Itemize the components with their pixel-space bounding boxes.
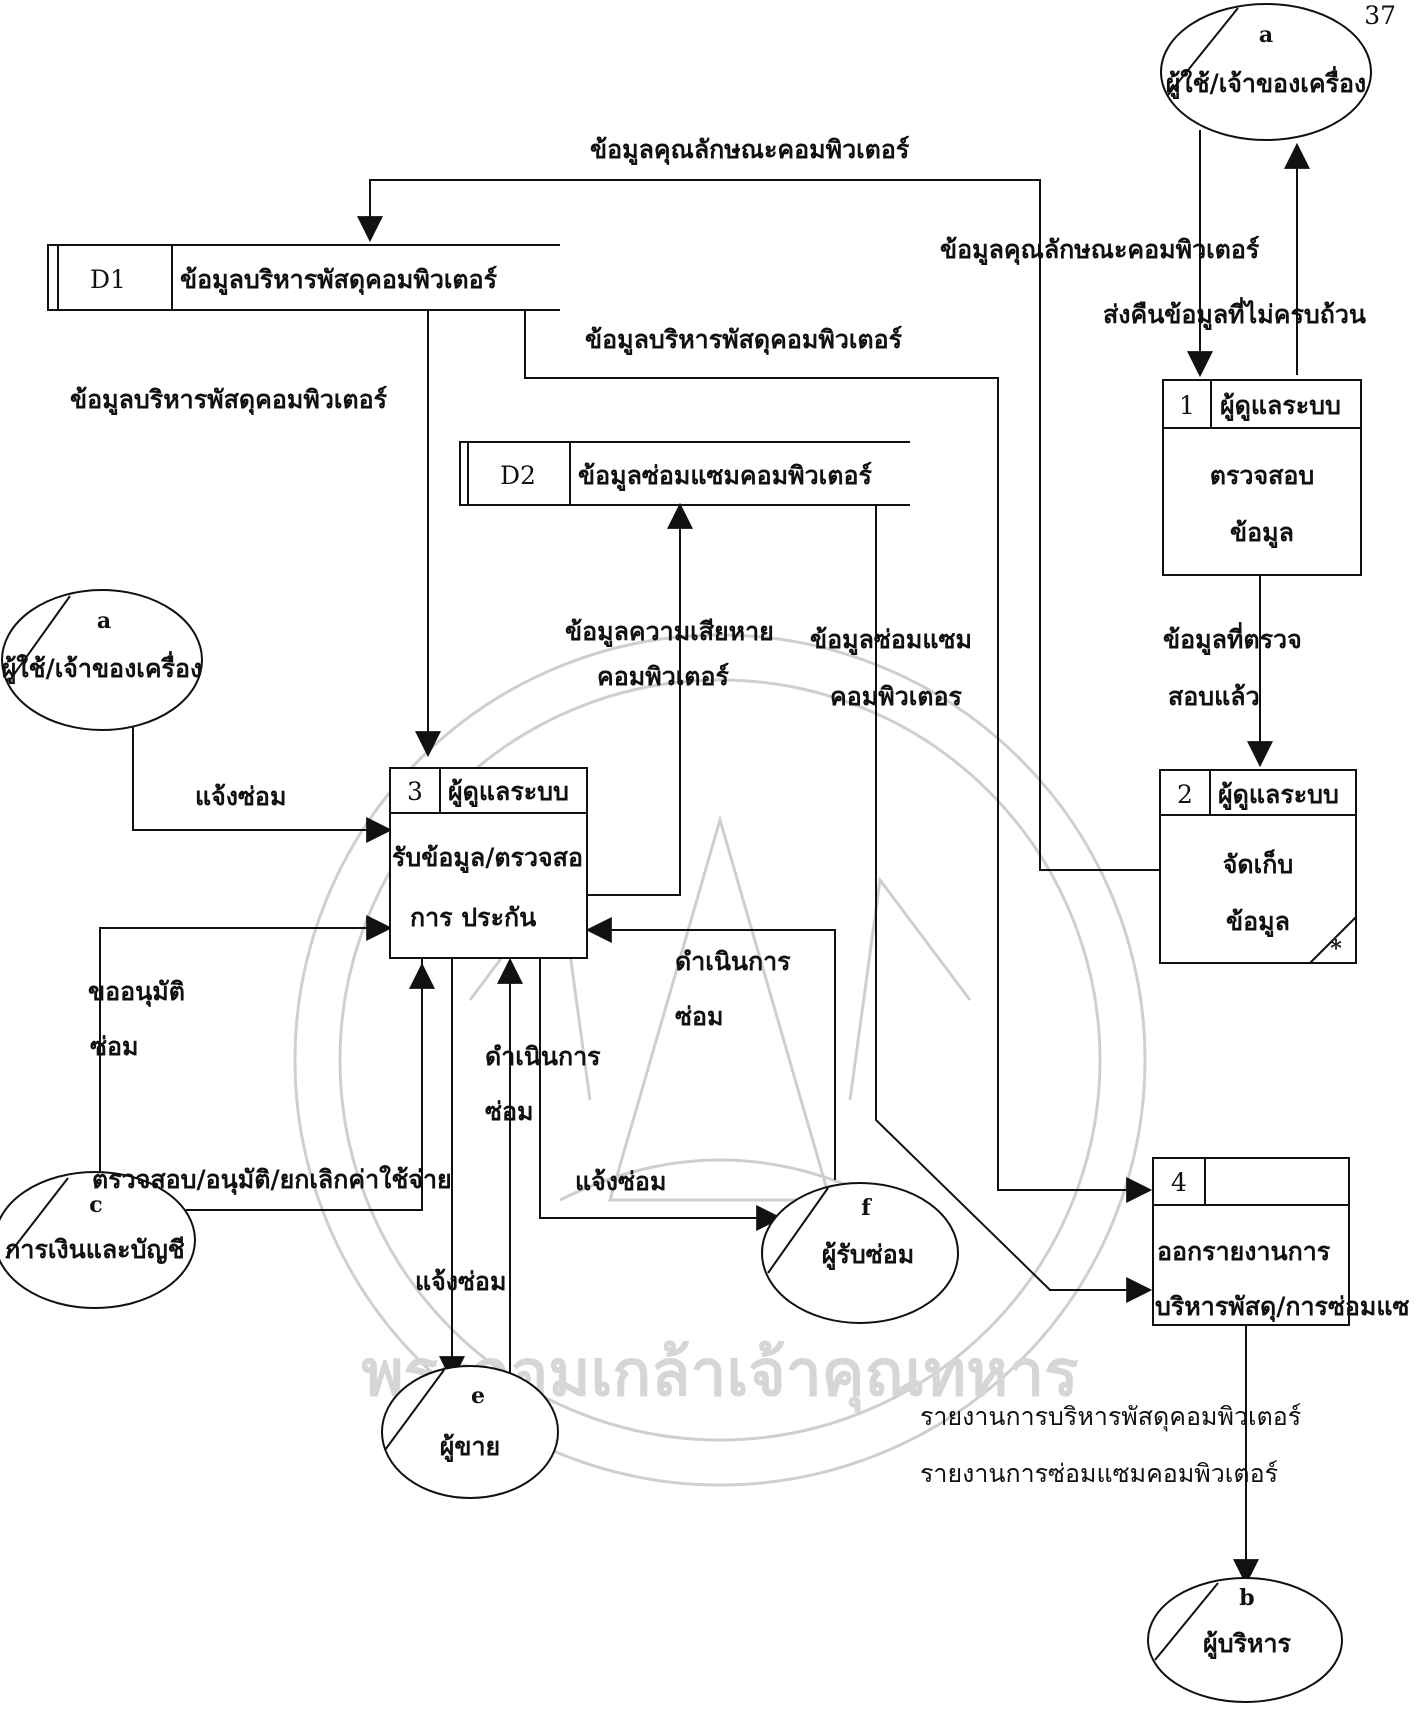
entity-e-name: ผู้ขาย [440,1432,500,1463]
p1-owner: ผู้ดูแลระบบ [1220,391,1341,422]
process-3[interactable]: 3 ผู้ดูแลระบบ รับข้อมูล/ตรวจสอ การ ประกั… [389,767,588,959]
p1-line2: ข้อมูล [1230,518,1294,549]
d2-name: ข้อมูลซ่อมแซมคอมพิวเตอร์ [578,461,872,492]
label-d1-to-p3: ข้อมูลบริหารพัสดุคอมพิวเตอร์ [70,385,388,416]
label-incomplete: ส่งคืนข้อมูลที่ไม่ครบถ้วน [1103,297,1366,331]
process-4[interactable]: 4 ออกรายงานการ บริหารพัสดุ/การซ่อมแซ [1152,1157,1410,1326]
flow-c-to-p3 [99,915,393,1180]
label-notify-f: แจ้งซ่อม [575,1167,666,1196]
entity-b[interactable]: b ผู้บริหาร [1147,1577,1343,1703]
entity-b-code: b [1239,1585,1254,1611]
p2-line1: จัดเก็บ [1223,849,1293,879]
flow-d1-to-p4 [524,310,1153,1203]
label-op-f-2: ซ่อม [675,1002,723,1031]
entity-e-code: e [471,1383,485,1409]
p4-line2: บริหารพัสดุ/การซ่อมแซ [1155,1292,1410,1323]
watermark-seal: พระจอมเกล้าเจ้าคุณทหาร [293,633,1147,1487]
label-report-2: รายงานการซ่อมแซมคอมพิวเตอร์ [920,1459,1278,1488]
process-2[interactable]: 2 ผู้ดูแลระบบ จัดเก็บ ข้อมูล * [1159,769,1357,964]
label-spec-top: ข้อมูลคุณลักษณะคอมพิวเตอร์ [590,135,910,166]
label-d1-to-p4: ข้อมูลบริหารพัสดุคอมพิวเตอร์ [585,325,903,356]
flow-f-to-p3 [585,917,836,1180]
d2-id: D2 [500,461,536,490]
p1-line1: ตรวจสอบ [1210,461,1315,490]
entity-a-left-code: a [97,608,111,634]
entity-c-code: c [89,1192,102,1218]
label-notify-e: แจ้งซ่อม [415,1267,506,1296]
entity-a-top[interactable]: a ผู้ใช้/เจ้าของเครื่อง [1160,3,1372,141]
entity-e[interactable]: e ผู้ขาย [381,1365,559,1499]
p2-owner: ผู้ดูแลระบบ [1218,780,1339,811]
entity-f-name: ผู้รับซ่อม [822,1240,914,1271]
flow-p3-to-d2 [587,502,693,896]
label-op-f-1: ดำเนินการ [675,947,791,976]
entity-a-top-name: ผู้ใช้/เจ้าของเครื่อง [1166,66,1366,100]
page-number: 37 [1364,1,1396,30]
label-checked-1: ข้อมูลที่ตรวจ [1163,622,1302,656]
label-notify-a: แจ้งซ่อม [195,782,286,811]
entity-f[interactable]: f ผู้รับซ่อม [761,1182,959,1324]
label-op-e-2: ซ่อม [485,1097,533,1126]
p3-number: 3 [407,777,423,806]
d1-name: ข้อมูลบริหารพัสดุคอมพิวเตอร์ [180,265,498,296]
d1-id: D1 [90,265,126,294]
p3-line2: การ ประกัน [410,903,536,932]
label-cost: ตรวจสอบ/อนุมัติ/ยกเลิกค่าใช้จ่าย [92,1164,452,1196]
label-repair-2: คอมพิวเตอร [830,682,963,711]
entity-b-name: ผู้บริหาร [1203,1629,1291,1660]
label-repair-1: ข้อมูลซ่อมแซม [810,625,972,656]
p1-number: 1 [1179,391,1195,420]
label-checked-2: สอบแล้ว [1168,682,1260,711]
flow-d2-to-p4 [875,505,1153,1303]
label-op-e-1: ดำเนินการ [485,1042,601,1071]
data-store-d2[interactable]: D2 ข้อมูลซ่อมแซมคอมพิวเตอร์ [459,441,910,506]
flow-a-to-p3 [132,725,393,843]
entity-a-left-name: ผู้ใช้/เจ้าของเครื่อง [2,651,202,685]
label-damage-2: คอมพิวเตอร์ [597,662,730,691]
label-approve-1: ขออนุมัติ [88,977,185,1008]
p4-line1: ออกรายงานการ [1157,1237,1331,1266]
entity-a-top-code: a [1259,22,1273,48]
p2-marker: * [1330,936,1342,962]
entity-c-name: การเงินและบัญชี [5,1235,184,1264]
flow-spec-to-d1 [357,179,1160,871]
data-store-d1[interactable]: D1 ข้อมูลบริหารพัสดุคอมพิวเตอร์ [47,244,560,311]
label-damage-1: ข้อมูลความเสียหาย [565,617,774,648]
label-report-1: รายงานการบริหารพัสดุคอมพิวเตอร์ [920,1402,1301,1432]
entity-f-code: f [861,1195,872,1221]
process-1[interactable]: 1 ผู้ดูแลระบบ ตรวจสอบ ข้อมูล [1162,379,1362,576]
flow-p3-to-f [539,958,783,1231]
p4-number: 4 [1171,1168,1187,1197]
p2-number: 2 [1177,780,1193,809]
p3-owner: ผู้ดูแลระบบ [448,777,569,808]
entity-a-left[interactable]: a ผู้ใช้/เจ้าของเครื่อง [1,589,203,731]
entity-c[interactable]: c การเงินและบัญชี [0,1171,196,1309]
p2-line2: ข้อมูล [1226,907,1290,938]
label-spec-right: ข้อมูลคุณลักษณะคอมพิวเตอร์ [940,235,1260,266]
label-approve-2: ซ่อม [90,1032,138,1061]
p3-line1: รับข้อมูล/ตรวจสอ [392,843,583,874]
